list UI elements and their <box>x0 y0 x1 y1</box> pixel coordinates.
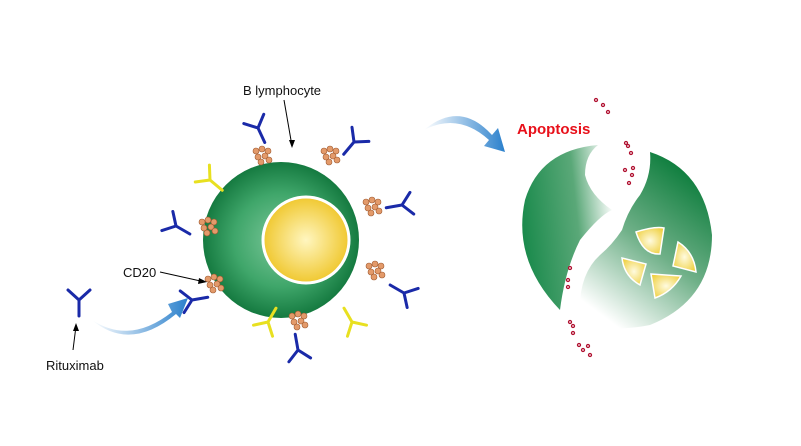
rituximab-antibody <box>382 190 416 221</box>
cd20-cluster <box>365 260 386 281</box>
apoptotic-cell-fragment-left <box>522 145 612 310</box>
rituximab-antibody <box>160 209 197 246</box>
arrowhead <box>73 323 79 331</box>
label-b-lymphocyte: B lymphocyte <box>243 83 322 98</box>
curved-arrow-apoptosis <box>424 116 505 152</box>
cd20-cluster <box>252 145 273 166</box>
nuclear-fragment <box>672 240 697 273</box>
label-arrow-cd20 <box>159 271 206 283</box>
label-arrow-b-lymphocyte <box>283 99 293 147</box>
arrowhead <box>289 140 295 148</box>
cd20-cluster <box>288 310 309 331</box>
rituximab-antibody <box>282 330 313 364</box>
nuclear-fragment <box>621 257 647 287</box>
nuclear-fragment <box>650 273 683 300</box>
arrowhead <box>198 278 207 284</box>
nucleus <box>261 195 351 285</box>
nuclear-fragment <box>635 226 665 255</box>
yellow-antibody <box>332 301 369 338</box>
rituximab-antibody <box>242 112 277 149</box>
curved-arrow-binding <box>92 298 188 335</box>
cd20-cluster <box>362 196 383 217</box>
label-cd20: CD20 <box>123 265 157 280</box>
released-particles <box>565 97 636 358</box>
rituximab-antibody <box>383 273 420 310</box>
cd20-cluster <box>320 145 341 166</box>
rituximab-antibody <box>66 288 92 318</box>
rituximab-antibody <box>333 125 371 163</box>
label-rituximab: Rituximab <box>46 358 104 373</box>
label-apoptosis: Apoptosis <box>517 121 591 138</box>
